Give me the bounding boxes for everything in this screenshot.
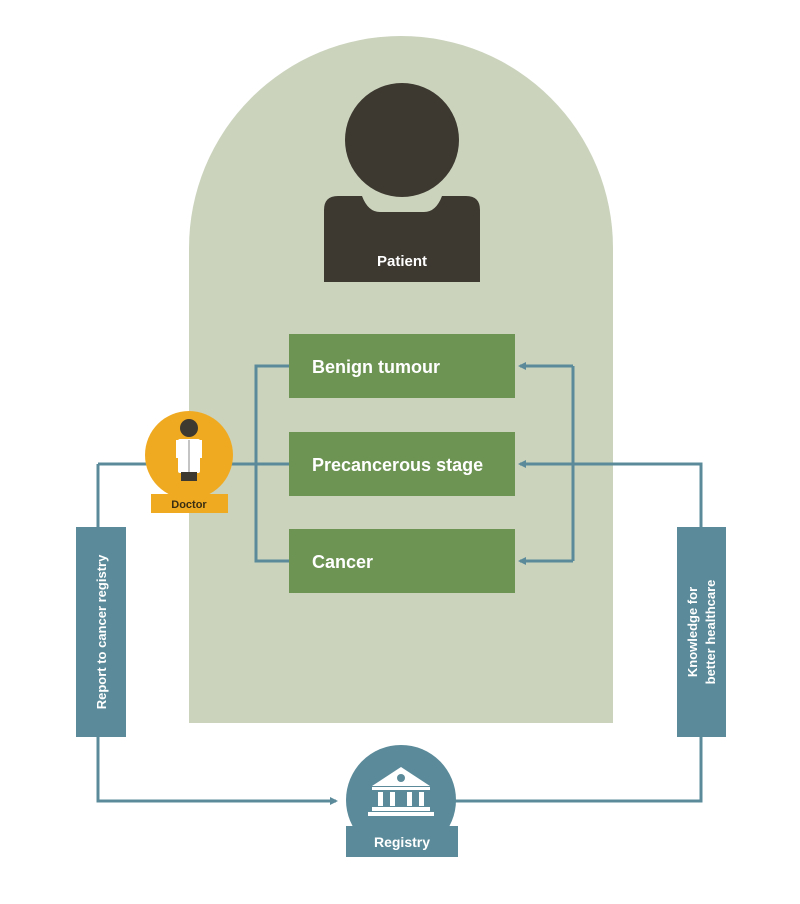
registry-label-box <box>346 826 458 857</box>
right-flow-to-bracket-line <box>573 462 703 528</box>
left-flow-to-registry-line <box>96 737 338 805</box>
doctor-node: Doctor <box>145 411 233 513</box>
patient-figure: Patient <box>324 83 480 282</box>
stage-box-cancer: Cancer <box>289 529 515 593</box>
knowledge-for-healthcare-box: Knowledge for better healthcare <box>677 527 726 737</box>
patient-label: Patient <box>377 253 427 270</box>
stage-label-cancer: Cancer <box>312 552 373 572</box>
right-bracket-connectors <box>455 362 703 803</box>
report-to-registry-label: Report to cancer registry <box>94 554 109 709</box>
doctor-icon <box>176 419 202 481</box>
doctor-label: Doctor <box>171 499 207 511</box>
knowledge-label-line1: Knowledge for <box>685 587 700 677</box>
stage-box-precancerous: Precancerous stage <box>289 432 515 496</box>
stage-label-precancerous: Precancerous stage <box>312 455 483 475</box>
patient-head-icon <box>345 83 459 197</box>
registry-node: Registry <box>346 745 458 857</box>
registry-label: Registry <box>374 834 430 850</box>
registry-to-right-flow-line <box>455 737 703 803</box>
stage-label-benign: Benign tumour <box>312 357 440 377</box>
report-to-registry-box: Report to cancer registry <box>76 527 126 737</box>
doctor-label-box <box>151 494 228 513</box>
institution-building-icon <box>368 767 434 816</box>
stage-box-benign: Benign tumour <box>289 334 515 398</box>
patient-body-icon <box>324 196 480 282</box>
knowledge-label-line2: better healthcare <box>703 580 718 685</box>
